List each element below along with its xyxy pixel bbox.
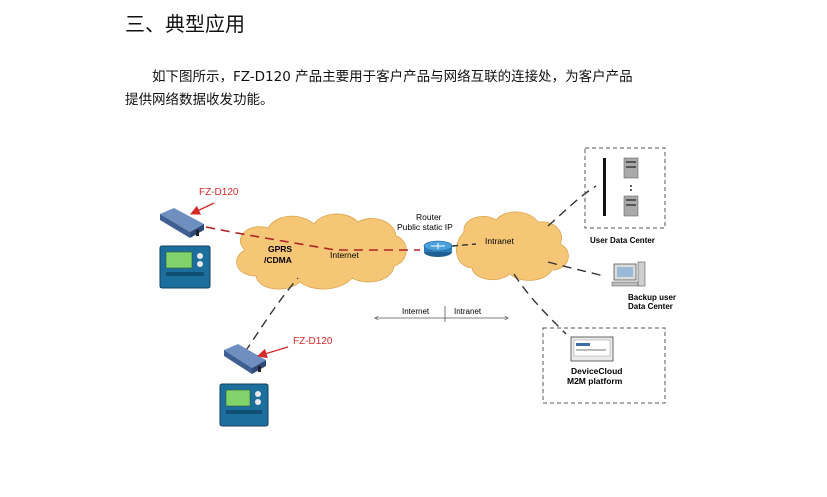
paragraph-line-2: 提供网络数据收发功能。	[125, 92, 274, 108]
router-label-1: Router	[416, 212, 442, 222]
arrow-to-device-bottom	[257, 346, 289, 359]
link-intranet-to-user-dc	[547, 185, 597, 227]
paragraph-line-1: 如下图所示，FZ-D120 产品主要用于客户产品与网络互联的连接处，为客户产品	[152, 69, 633, 85]
router-icon	[423, 240, 453, 257]
backup-computer-icon	[611, 261, 646, 287]
devicecloud-box	[542, 327, 666, 404]
zone-legend	[375, 306, 508, 322]
router-label-2: Public static IP	[397, 222, 453, 232]
link-intranet-to-devicecloud	[513, 273, 567, 335]
intro-paragraph: 如下图所示，FZ-D120 产品主要用于客户产品与网络互联的连接处，为客户产品 …	[125, 66, 705, 112]
control-panel-bottom-icon	[219, 383, 269, 427]
user-data-center-box	[584, 147, 666, 229]
device-label-bottom: FZ-D120	[293, 336, 333, 347]
backup-label-2: Data Center	[628, 302, 673, 311]
legend-internet-label: Internet	[402, 307, 430, 316]
cloud-intranet-label: Intranet	[485, 236, 514, 246]
section-heading: 三、典型应用	[125, 12, 245, 36]
link-router-to-intranet	[451, 243, 477, 247]
device-label-top: FZ-D120	[199, 187, 239, 198]
fz-d120-modem-bottom-icon	[224, 344, 266, 374]
cloud-gprs-label-2: /CDMA	[264, 255, 292, 265]
network-links	[205, 185, 605, 353]
user-data-center-label: User Data Center	[590, 236, 655, 245]
server-icon-top	[623, 157, 639, 179]
link-device-bottom-to-cloud	[244, 277, 299, 353]
arrow-to-device-top	[190, 202, 215, 215]
intranet-cloud	[456, 211, 569, 281]
cloud-gprs-label-1: GPRS	[268, 244, 292, 254]
fz-d120-modem-top-icon	[160, 208, 204, 238]
cloud-internet-label: Internet	[330, 250, 359, 260]
devicecloud-label-1: DeviceCloud	[571, 366, 623, 376]
devicecloud-screen-icon	[570, 336, 614, 362]
link-intranet-to-backup-dc	[547, 261, 605, 277]
server-icon-bottom	[623, 195, 639, 217]
control-panel-top-icon	[159, 245, 211, 289]
link-device-top-to-cloud	[205, 226, 420, 251]
legend-intranet-label: Intranet	[454, 307, 482, 316]
devicecloud-label-2: M2M platform	[567, 376, 623, 386]
backup-label-1: Backup user	[628, 293, 676, 302]
gprs-internet-cloud	[236, 213, 407, 290]
